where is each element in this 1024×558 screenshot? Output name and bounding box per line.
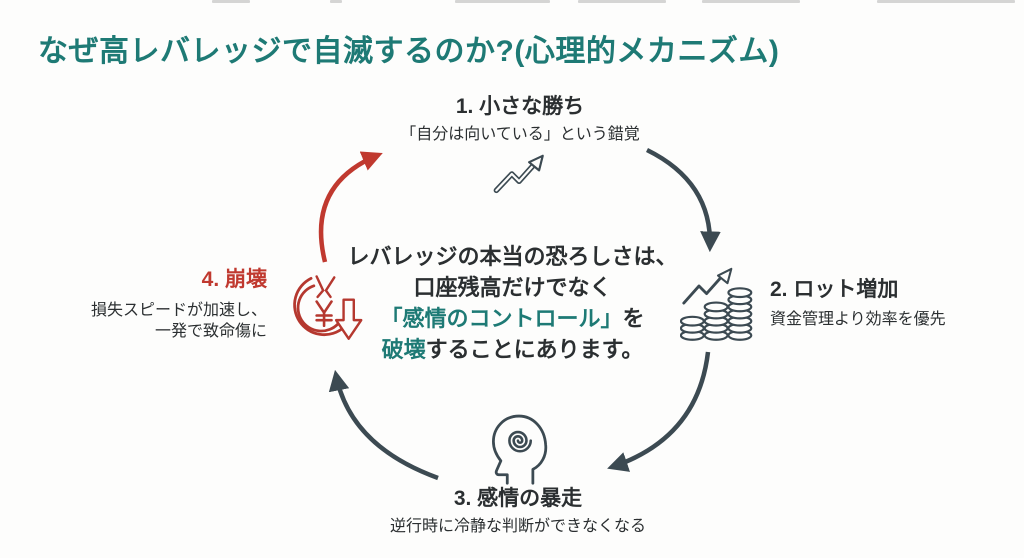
node-4-subtitle-line1: 損失スピードが加速し、 — [90, 302, 267, 320]
trend-up-arrow-icon — [493, 154, 544, 194]
node-2-subtitle: 資金管理より効率を優先 — [770, 311, 946, 329]
node-3-title: 3. 感情の暴走 — [453, 487, 583, 510]
center-line-3-highlight: 「感情のコントロール」 — [380, 306, 623, 331]
page-title: なぜ高レバレッジで自滅するのか?(心理的メカニズム) — [38, 35, 780, 68]
cycle-arrow-2-to-3 — [607, 351, 711, 472]
center-line-3-rest: を — [622, 306, 645, 331]
top-edge-artifact — [330, 0, 342, 3]
top-edge-artifact — [455, 0, 550, 3]
node-2-title: 2. ロット増加 — [770, 278, 899, 301]
cycle-node-small-wins: 1. 小さな勝ち 「自分は向いている」という錯覚 — [375, 95, 665, 146]
center-line-4-highlight: 破壊 — [381, 337, 426, 362]
node-4-subtitle-line2: 一発で致命傷に — [154, 322, 267, 340]
center-line-2: 口座残高だけでなく — [413, 275, 612, 300]
node-1-title: 1. 小さな勝ち — [455, 95, 585, 118]
head-spiral-icon — [492, 414, 548, 485]
cycle-arrow-4-to-1 — [318, 151, 383, 263]
top-edge-artifact — [212, 0, 250, 3]
cycle-node-collapse: 4. 崩壊 損失スピードが加速し、 一発で致命傷に — [60, 268, 267, 343]
cycle-node-emotional-runaway: 3. 感情の暴走 逆行時に冷静な判断ができなくなる — [373, 487, 663, 538]
cycle-node-lot-increase: 2. ロット増加 資金管理より効率を優先 — [770, 278, 1010, 331]
center-message: レバレッジの本当の恐ろしさは、 口座残高だけでなく 「感情のコントロール」を 破… — [340, 241, 685, 365]
center-line-4: 破壊することにあります。 — [340, 334, 685, 365]
top-edge-artifact — [578, 0, 666, 3]
broken-yen-coin-down-arrow-icon — [293, 275, 363, 340]
top-edge-artifact — [702, 0, 800, 3]
node-3-subtitle: 逆行時に冷静な判断ができなくなる — [389, 518, 646, 536]
cycle-arrow-1-to-2 — [646, 147, 721, 253]
center-line-1: レバレッジの本当の恐ろしさは、 — [347, 244, 678, 269]
top-edge-artifact — [877, 0, 1015, 3]
node-4-subtitle: 損失スピードが加速し、 一発で致命傷に — [60, 301, 267, 343]
coin-stacks-growth-icon — [680, 267, 753, 341]
center-line-4-rest: することにあります。 — [425, 337, 644, 362]
center-line-3: 「感情のコントロール」を — [340, 303, 685, 334]
node-4-title: 4. 崩壊 — [201, 268, 267, 291]
node-1-subtitle: 「自分は向いている」という錯覚 — [400, 126, 640, 144]
cycle-arrow-3-to-4 — [328, 369, 439, 481]
